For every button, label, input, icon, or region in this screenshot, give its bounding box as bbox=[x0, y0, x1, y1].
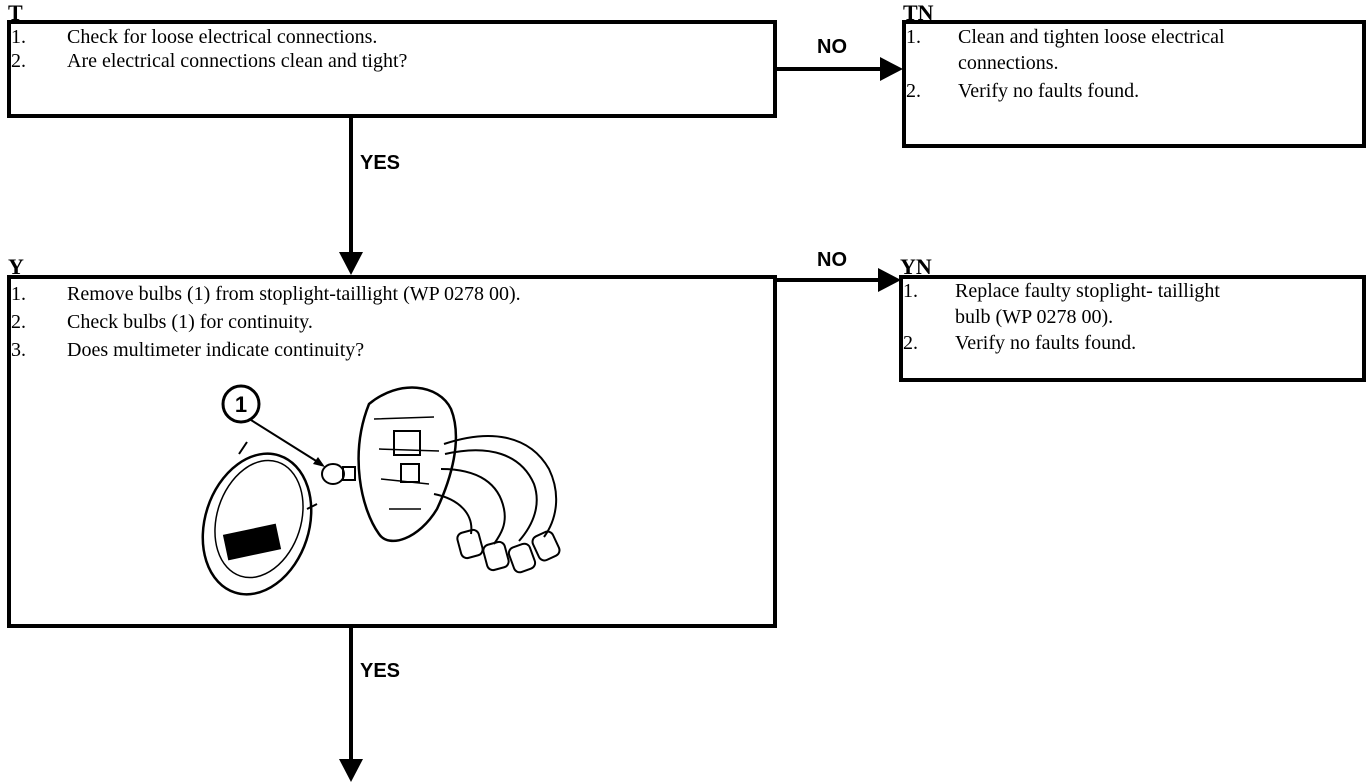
step-t-item-num: 2. bbox=[11, 50, 26, 72]
step-yn-item-num: 2. bbox=[903, 332, 918, 354]
step-tn-item: 2. Verify no faults found. bbox=[906, 79, 1362, 103]
housing bbox=[357, 386, 458, 543]
arrowhead-y-to-next bbox=[339, 759, 363, 782]
wire bbox=[433, 493, 473, 535]
step-yn-item: bulb (WP 0278 00). bbox=[903, 305, 1362, 329]
wire bbox=[444, 449, 538, 542]
arrow-label-no-y: NO bbox=[817, 249, 847, 271]
callout-leader bbox=[250, 419, 322, 465]
wire-connector bbox=[456, 528, 484, 560]
step-y-item-num: 2. bbox=[11, 311, 26, 333]
step-tn-item-text: Clean and tighten loose electrical bbox=[958, 26, 1225, 48]
step-y-item-text: Remove bulbs (1) from stoplight-tailligh… bbox=[67, 283, 521, 305]
wire-connector bbox=[507, 542, 537, 574]
lens-reflector bbox=[222, 523, 282, 561]
step-label-t: T bbox=[8, 0, 23, 25]
wire bbox=[440, 468, 506, 545]
lens bbox=[201, 452, 313, 596]
lens-inner bbox=[214, 459, 304, 579]
bulb-base bbox=[342, 466, 356, 481]
step-t-item-text: Check for loose electrical connections. bbox=[67, 26, 378, 48]
lens-screw bbox=[306, 503, 318, 510]
step-box-y: 1. Remove bulbs (1) from stoplight-tailli… bbox=[7, 275, 777, 628]
bulb bbox=[321, 463, 345, 485]
step-y-item-text: Check bulbs (1) for continuity. bbox=[67, 311, 313, 333]
housing-socket bbox=[393, 430, 421, 456]
callout-number: 1 bbox=[235, 392, 247, 417]
step-label-yn: YN bbox=[900, 254, 932, 279]
step-t-item-text: Are electrical connections clean and tig… bbox=[67, 50, 408, 72]
step-label-tn: TN bbox=[903, 0, 934, 25]
step-t-item-num: 1. bbox=[11, 26, 26, 48]
step-y-item-text: Does multimeter indicate continuity? bbox=[67, 339, 365, 361]
wire bbox=[443, 435, 558, 538]
step-y-item-num: 3. bbox=[11, 339, 26, 361]
step-tn-item-num: 1. bbox=[906, 26, 921, 48]
step-y-item: 1. Remove bulbs (1) from stoplight-tailli… bbox=[11, 282, 773, 306]
step-t-item: 1. Check for loose electrical connections… bbox=[11, 25, 773, 49]
step-yn-item-text: Replace faulty stoplight- taillight bbox=[955, 280, 1220, 302]
housing-socket bbox=[400, 463, 420, 483]
step-yn-item: 1. Replace faulty stoplight- taillight bbox=[903, 279, 1362, 303]
step-y-item-num: 1. bbox=[11, 283, 26, 305]
callout-circle bbox=[221, 384, 261, 424]
step-box-t: 1. Check for loose electrical connections… bbox=[7, 20, 777, 118]
step-tn-item-text: connections. bbox=[958, 52, 1059, 74]
arrow-label-yes-t: YES bbox=[360, 152, 401, 174]
wire-connector bbox=[482, 540, 510, 572]
wire-connector bbox=[531, 530, 561, 562]
step-yn-item-text: Verify no faults found. bbox=[955, 332, 1137, 354]
step-yn-item-text: bulb (WP 0278 00). bbox=[955, 306, 1114, 328]
step-y-item: 3. Does multimeter indicate continuity? bbox=[11, 338, 773, 362]
step-t-item: 2. Are electrical connections clean and t… bbox=[11, 49, 773, 73]
stoplight-taillight-illustration: 1 bbox=[201, 384, 561, 596]
arrow-label-no-t: NO bbox=[817, 36, 847, 58]
arrow-label-yes-y: YES bbox=[360, 660, 401, 682]
step-box-yn: 1. Replace faulty stoplight- taillight bu… bbox=[899, 275, 1366, 382]
step-yn-item: 2. Verify no faults found. bbox=[903, 331, 1362, 355]
step-box-tn: 1. Clean and tighten loose electrical con… bbox=[902, 20, 1366, 148]
arrowhead-y-to-yn bbox=[878, 268, 901, 292]
arrowhead-t-to-y bbox=[339, 252, 363, 275]
step-yn-item-num: 1. bbox=[903, 280, 918, 302]
step-y-item: 2. Check bulbs (1) for continuity. bbox=[11, 310, 773, 334]
step-tn-item-num: 2. bbox=[906, 80, 921, 102]
step-tn-item: connections. bbox=[906, 51, 1362, 75]
housing-detail bbox=[373, 416, 440, 510]
callout-leader-arrow bbox=[313, 457, 325, 467]
step-tn-item-text: Verify no faults found. bbox=[958, 80, 1140, 102]
step-tn-item: 1. Clean and tighten loose electrical bbox=[906, 25, 1362, 49]
lens-screw bbox=[238, 441, 248, 455]
arrowhead-t-to-tn bbox=[880, 57, 903, 81]
step-label-y: Y bbox=[8, 254, 24, 279]
